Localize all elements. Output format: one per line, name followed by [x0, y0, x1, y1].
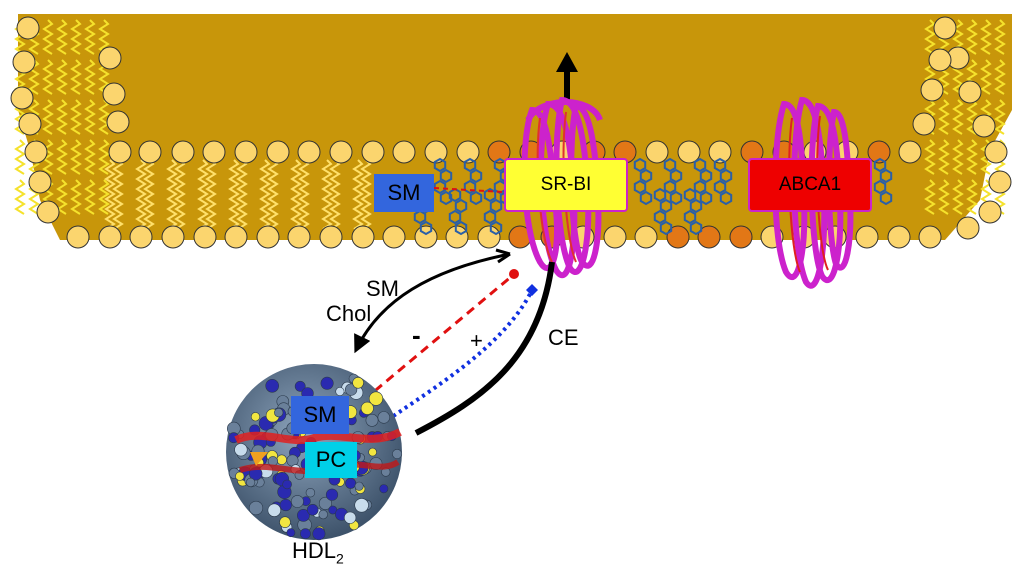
minus-sign: - — [412, 320, 421, 350]
stimulation-end-icon — [526, 284, 538, 296]
inhibition-dashed-line — [351, 274, 513, 412]
sm-membrane-box: SM — [374, 174, 434, 212]
pc-hdl-box: PC — [305, 442, 357, 478]
sm-chol-label-chol: Chol — [326, 301, 372, 326]
sm-membrane-label: SM — [387, 180, 421, 205]
srbi-label: SR-BI — [540, 174, 592, 195]
ce-uptake-curve — [414, 261, 555, 436]
hdl-label-subscript: 2 — [336, 550, 344, 567]
stimulation-dotted-line — [374, 293, 532, 430]
sm-chol-influx-arrowhead — [495, 248, 511, 264]
outflow-arrowhead-icon — [556, 52, 578, 72]
hdl-label-base: HDL — [292, 538, 337, 563]
abca1-box: ABCA1 — [748, 158, 872, 212]
srbi-box: SR-BI — [504, 158, 628, 212]
sm-chol-efflux-arrow — [354, 252, 511, 354]
cholesterol-molecules — [413, 157, 893, 236]
sm-hdl-label: SM — [303, 402, 337, 427]
ce-label: CE — [548, 325, 579, 350]
abca1-label: ABCA1 — [778, 174, 842, 195]
sm-chol-label-sm: SM — [366, 276, 399, 301]
hdl-label: HDL2 — [292, 538, 344, 567]
plus-sign: + — [470, 328, 483, 353]
pc-hdl-label: PC — [315, 447, 347, 472]
sm-hdl-box: SM — [291, 396, 349, 434]
inhibition-end-dot — [509, 269, 519, 279]
